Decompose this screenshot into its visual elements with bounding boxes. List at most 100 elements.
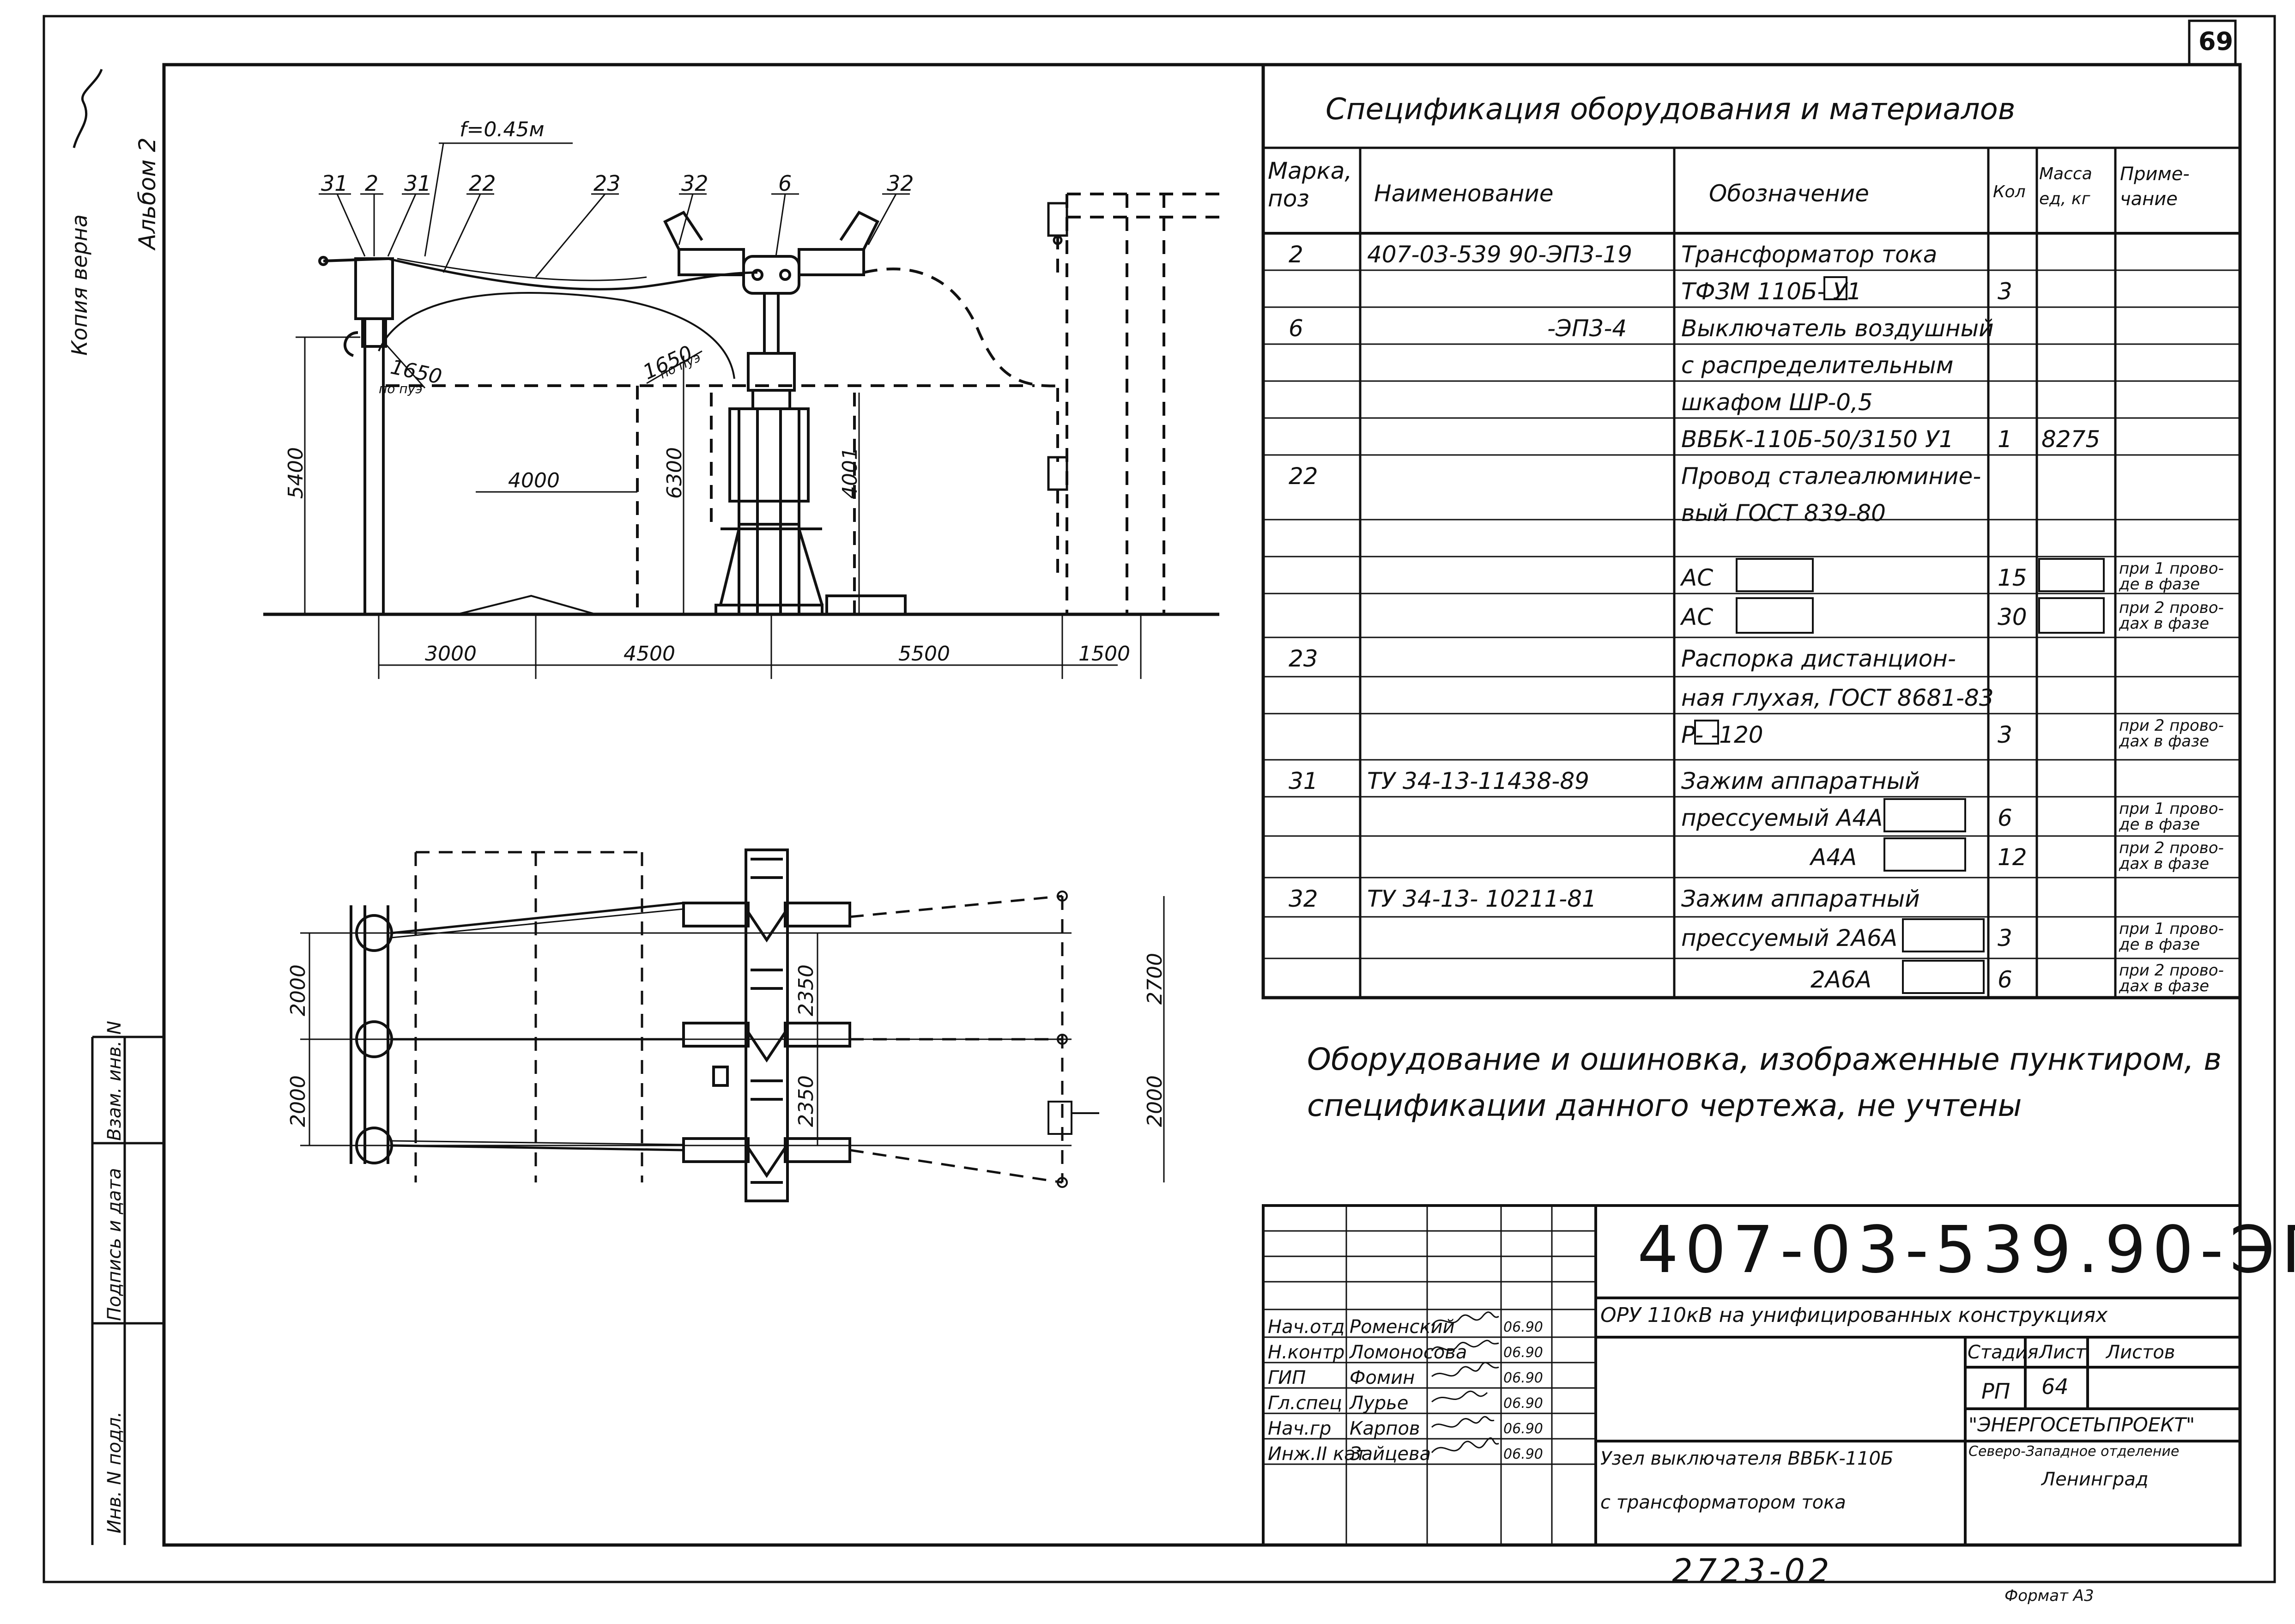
spec-cell-des: прессуемый 2А6А	[1681, 925, 1898, 951]
spec-cell-des: Р- -120	[1681, 721, 1763, 748]
stamp-inv: Инв. N подл.	[104, 1411, 125, 1533]
plan-dim-2350-a: 2350	[794, 964, 818, 1016]
org-line2: Северо-Западное отделение	[1968, 1443, 2180, 1460]
format-label: Формат А3	[2004, 1587, 2094, 1605]
sheet-value: 64	[2041, 1374, 2069, 1399]
copy-note: Копия верна	[67, 214, 92, 356]
person-role: Нач.гр	[1268, 1418, 1332, 1439]
spec-cell-des: Зажим аппаратный	[1681, 885, 1920, 912]
spec-cell-des: Распорка дистанцион-	[1681, 645, 1956, 672]
dim-4001: 4001	[838, 447, 862, 499]
plan-dims	[309, 896, 1165, 1182]
person-date: 06.90	[1503, 1421, 1543, 1437]
spec-cell-qty: 6	[1998, 805, 2012, 831]
spec-cell-name: ТУ 34-13- 10211-81	[1367, 885, 1597, 912]
spec-cell-note: при 2 прово- дах в фазе	[2119, 716, 2224, 751]
hdr-name: Наименование	[1374, 180, 1554, 207]
person-role: Инж.II кат	[1268, 1443, 1367, 1465]
spec-cell-des: АС	[1681, 564, 1714, 591]
hdr-mark: Марка, поз	[1268, 158, 1352, 212]
dim-4500: 4500	[624, 642, 675, 666]
spec-cell-note: при 2 прово- дах в фазе	[2119, 599, 2224, 633]
footnote-line2: спецификации данного чертежа, не учтены	[1307, 1088, 2022, 1123]
part-label-32a: 32	[681, 171, 708, 196]
spec-title: Спецификация оборудования и материалов	[1326, 92, 2016, 127]
sheet-name-1: Узел выключателя ВВБК-110Б	[1600, 1448, 1894, 1469]
sheet-name-2: с трансформатором тока	[1600, 1492, 1846, 1513]
spec-cell-qty: 30	[1998, 604, 2027, 630]
spec-table-grid	[1261, 63, 2242, 1000]
plan-dim-2350-b: 2350	[794, 1075, 818, 1127]
person-name: Лурье	[1350, 1393, 1409, 1414]
spec-cell-note: при 2 прово- дах в фазе	[2119, 839, 2224, 873]
spec-cell-qty: 3	[1998, 278, 2012, 305]
dim-1500: 1500	[1078, 642, 1130, 666]
sheet-label: Лист	[2039, 1342, 2086, 1363]
elevation-view	[263, 211, 1219, 616]
hdr-note: Приме- чание	[2120, 164, 2190, 210]
plan-dashed	[414, 851, 1064, 1184]
dim-4000: 4000	[508, 469, 560, 492]
spec-cell-des: шкафом ШР-0,5	[1681, 389, 1873, 416]
spec-cell-des: с распределительным	[1681, 352, 1954, 379]
plan-dim-2000-left-b: 2000	[286, 1075, 310, 1127]
person-name: Фомин	[1350, 1367, 1415, 1388]
spec-cell-note: при 1 прово- де в фазе	[2119, 800, 2224, 834]
part-label-32b: 32	[887, 171, 914, 196]
part-label-31b: 31	[404, 171, 431, 196]
org-line3: Ленинград	[2041, 1469, 2149, 1490]
org-line1: "ЭНЕРГОСЕТЬПРОЕКТ"	[1968, 1413, 2195, 1436]
spec-cell-mark: 2	[1289, 241, 1303, 268]
plan-dim-2000-right: 2000	[1143, 1075, 1167, 1127]
person-name: Роменский	[1350, 1316, 1455, 1338]
part-label-6: 6	[778, 171, 792, 196]
signature-copy	[73, 69, 103, 148]
person-name: Ломоносова	[1350, 1342, 1467, 1363]
spec-cell-qty: 3	[1998, 721, 2012, 748]
dim-6300: 6300	[663, 447, 686, 499]
page-number: 69	[2198, 27, 2234, 56]
dim-5500: 5500	[898, 642, 950, 666]
stage-value: РП	[1981, 1379, 2010, 1404]
dim-3000: 3000	[425, 642, 477, 666]
footnote-line1: Оборудование и ошиновка, изображенные пу…	[1307, 1042, 2222, 1077]
spec-cell-name: -ЭП3-4	[1547, 315, 1627, 342]
part-label-31a: 31	[321, 171, 348, 196]
spec-cell-des: прессуемый А4А	[1681, 805, 1883, 831]
plan-dim-2000-left-a: 2000	[286, 964, 310, 1016]
spec-cell-des: ТФЗМ 110Б- У1	[1681, 278, 1862, 305]
outer-border	[42, 15, 2276, 1583]
spec-cell-des: Выключатель воздушный	[1681, 315, 1994, 342]
plan-view	[300, 848, 1072, 1202]
stage-label: Стадия	[1968, 1342, 2039, 1363]
album-note: Альбом 2	[134, 137, 161, 249]
sheets-label: Листов	[2106, 1342, 2175, 1363]
person-role: Н.контр	[1268, 1342, 1345, 1363]
person-role: Гл.спец	[1268, 1393, 1342, 1414]
spec-cell-qty: 1	[1998, 426, 2012, 453]
dim-5400: 5400	[284, 447, 308, 499]
elevation-dims	[296, 142, 1142, 679]
person-date: 06.90	[1503, 1319, 1543, 1335]
hdr-mass: Масса ед, кг	[2039, 164, 2092, 208]
person-date: 06.90	[1503, 1395, 1543, 1412]
spec-cell-note: при 2 прово- дах в фазе	[2119, 961, 2224, 995]
spec-cell-des: Провод сталеалюминие-	[1681, 463, 1981, 490]
spec-cell-mark: 23	[1289, 645, 1318, 672]
signatures	[1431, 1311, 1499, 1453]
spec-cell-qty: 6	[1998, 966, 2012, 993]
spec-cell-des: ная глухая, ГОСТ 8681-83	[1681, 685, 1994, 711]
hdr-qty: Кол	[1993, 182, 2026, 201]
stamp-sign: Подпись и дата	[104, 1168, 125, 1321]
object-name: ОРУ 110кВ на унифицированных конструкция…	[1600, 1303, 2108, 1327]
spec-cell-mark: 6	[1289, 315, 1303, 342]
spec-cell-note: при 1 прово- де в фазе	[2119, 920, 2224, 954]
sag-label: f=0.45м	[460, 118, 545, 141]
person-date: 06.90	[1503, 1446, 1543, 1462]
bottom-number: 2723-02	[1672, 1552, 1833, 1590]
person-name: Зайцева	[1350, 1443, 1431, 1465]
spec-cell-des: Трансформатор тока	[1681, 241, 1938, 268]
person-role: ГИП	[1268, 1367, 1306, 1388]
spec-cell-qty: 15	[1998, 564, 2027, 591]
